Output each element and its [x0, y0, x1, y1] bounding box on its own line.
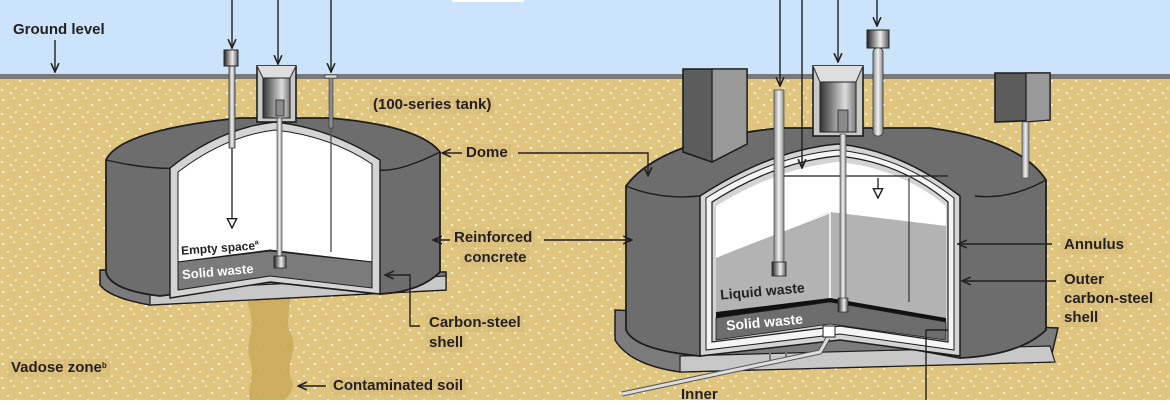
right-vent-pipe	[872, 47, 884, 137]
left-riser-pipe	[228, 65, 236, 149]
sky	[0, 0, 1170, 76]
right-tank-liquid-waste	[716, 212, 946, 318]
label-dome: Dome	[463, 144, 511, 162]
label-tank-series: (100-series tank)	[370, 96, 495, 114]
ground-line	[0, 74, 1170, 79]
left-riser-cap	[223, 49, 239, 67]
left-pump-pipe	[276, 117, 283, 265]
label-outer-shell-line3: shell	[1061, 309, 1102, 327]
label-vadose-zone: Vadose zoneb	[8, 359, 110, 377]
empty-space-footnote: a	[254, 239, 259, 247]
single-shell-tank	[99, 0, 447, 306]
callout-lines	[55, 40, 1056, 400]
left-vent-pipe	[328, 75, 334, 129]
right-tank-empty-space	[716, 162, 946, 258]
label-contaminated-soil: Contaminated soil	[330, 377, 467, 395]
double-shell-tank	[614, 0, 1059, 397]
label-inner: Inner	[681, 386, 718, 403]
label-annulus: Annulus	[1061, 236, 1127, 254]
label-reinforced-concrete-line2: concrete	[461, 249, 530, 267]
right-vent-cap	[866, 29, 890, 49]
right-pump-pipe	[839, 133, 847, 307]
right-tank-solid-waste	[715, 301, 947, 341]
vadose-zone-footnote: b	[101, 361, 107, 370]
label-outer-shell-line2: carbon-steel	[1061, 290, 1157, 308]
left-tank-solid-waste	[177, 250, 373, 291]
right-riser-pipe	[773, 89, 785, 267]
title-box	[452, 0, 524, 2]
label-carbon-steel-shell-line1: Carbon-steel	[426, 314, 524, 332]
label-carbon-steel-shell-line2: shell	[426, 334, 467, 352]
label-outer-shell-line1: Outer	[1061, 271, 1108, 289]
contaminated-soil-plume	[247, 283, 294, 400]
vadose-zone-text: Vadose zone	[11, 359, 102, 376]
label-ground-level: Ground level	[13, 21, 105, 38]
label-reinforced-concrete-line1: Reinforced	[451, 229, 536, 247]
